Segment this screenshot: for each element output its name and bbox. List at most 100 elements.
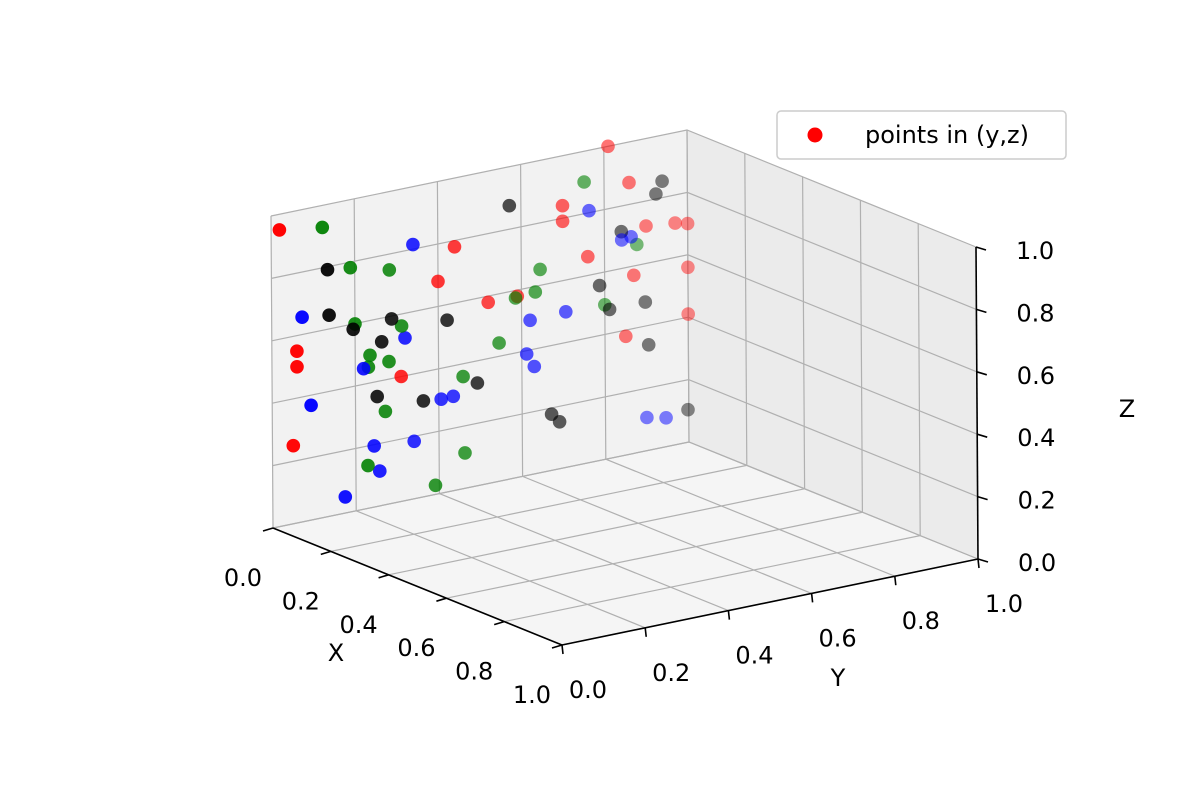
point-color0-10 <box>582 203 596 218</box>
legend-box <box>776 110 1067 160</box>
x-tick-label-4: 0.8 <box>455 658 493 686</box>
point-color0-18 <box>519 347 534 361</box>
axis-lines <box>262 246 989 655</box>
data-points <box>272 139 695 504</box>
point-red-10 <box>622 175 636 190</box>
point-color1-8 <box>456 369 470 384</box>
y-axis-label: Y <box>830 664 846 692</box>
x-tick-label-5: 1.0 <box>513 681 551 709</box>
point-color0-7 <box>523 313 537 328</box>
y-tick-1 <box>644 627 647 637</box>
y-tick-label-5: 1.0 <box>985 590 1023 618</box>
z-tick-2 <box>976 433 988 438</box>
z-tick-label-2: 0.4 <box>1017 424 1055 452</box>
z-tick-label-4: 0.8 <box>1016 299 1054 327</box>
point-color1-3 <box>528 285 543 299</box>
point-color1-16 <box>508 291 523 305</box>
x-tick-label-2: 0.4 <box>340 611 378 639</box>
point-red-19 <box>681 260 695 275</box>
x-axis-line <box>272 527 563 646</box>
point-red-9 <box>601 139 615 154</box>
point-color0-16 <box>446 389 461 404</box>
y-tick-0 <box>561 644 564 655</box>
point-color2-0 <box>602 302 617 317</box>
point-color2-4 <box>370 389 385 404</box>
x-tick-label-3: 0.6 <box>397 634 435 662</box>
point-red-20 <box>680 216 695 231</box>
point-red-5 <box>431 274 445 289</box>
point-color0-17 <box>527 359 542 374</box>
point-color0-19 <box>373 464 387 478</box>
grid-lines <box>270 129 979 646</box>
legend-marker-points-in-yz <box>807 127 823 143</box>
point-red-6 <box>394 369 409 384</box>
x-tick-1 <box>320 550 332 556</box>
point-color1-10 <box>394 319 409 333</box>
point-color2-5 <box>322 308 336 323</box>
y-tick-label-0: 0.0 <box>569 676 607 704</box>
point-red-13 <box>581 249 595 264</box>
point-color0-4 <box>304 398 318 413</box>
point-color1-9 <box>378 404 393 419</box>
point-color1-1 <box>458 446 472 460</box>
point-color1-7 <box>382 263 397 277</box>
point-color2-19 <box>641 338 656 352</box>
z-tick-label-0: 0.0 <box>1018 549 1056 577</box>
point-color0-2 <box>659 411 673 425</box>
z-tick-5 <box>975 246 987 251</box>
point-color1-0 <box>492 336 506 350</box>
grid-line-y-5 <box>686 129 979 560</box>
point-color0-3 <box>367 439 382 453</box>
point-color0-14 <box>406 237 420 252</box>
point-red-0 <box>272 223 287 237</box>
point-red-16 <box>681 307 695 321</box>
y-tick-5 <box>977 558 980 569</box>
z-tick-0 <box>977 558 989 563</box>
y-tick-label-2: 0.4 <box>735 642 773 670</box>
point-color2-10 <box>416 394 431 408</box>
point-red-7 <box>481 295 496 310</box>
z-tick-3 <box>976 371 988 376</box>
point-color1-14 <box>428 478 443 493</box>
grid-line-y-4 <box>603 147 896 577</box>
x-axis-label: X <box>328 639 344 667</box>
z-tick-label-3: 0.6 <box>1017 362 1055 390</box>
point-color2-6 <box>374 335 389 349</box>
point-color0-0 <box>398 331 412 345</box>
point-color2-16 <box>592 278 607 293</box>
x-tick-4 <box>493 620 505 626</box>
x-tick-5 <box>551 644 563 649</box>
point-color1-2 <box>361 458 375 473</box>
y-tick-label-1: 0.2 <box>652 659 690 687</box>
point-red-12 <box>555 214 570 229</box>
point-color0-15 <box>356 361 371 376</box>
point-red-17 <box>619 329 633 344</box>
z-tick-label-1: 0.2 <box>1018 487 1056 515</box>
point-red-3 <box>290 360 304 374</box>
point-color0-12 <box>407 434 422 449</box>
point-color2-3 <box>649 187 663 201</box>
point-color0-13 <box>434 392 449 407</box>
point-color2-13 <box>502 198 517 213</box>
grid-line-z-5 <box>270 129 977 248</box>
point-color0-8 <box>640 410 654 425</box>
point-color2-2 <box>470 376 485 390</box>
grid-line-y-3 <box>519 164 812 594</box>
point-red-4 <box>447 240 462 254</box>
point-red-2 <box>290 344 304 359</box>
y-tick-2 <box>727 610 731 620</box>
y-axis-line <box>561 558 979 646</box>
point-red-11 <box>555 198 570 213</box>
point-color2-12 <box>384 312 399 326</box>
x-tick-label-1: 0.2 <box>282 587 320 615</box>
point-color1-17 <box>577 175 591 189</box>
point-color2-11 <box>320 262 335 277</box>
x-tick-0 <box>262 527 274 532</box>
y-tick-label-3: 0.6 <box>819 624 857 652</box>
z-tick-4 <box>976 308 987 314</box>
point-red-18 <box>627 268 641 283</box>
point-color2-8 <box>655 174 669 188</box>
grid-line-y-1 <box>353 198 646 629</box>
